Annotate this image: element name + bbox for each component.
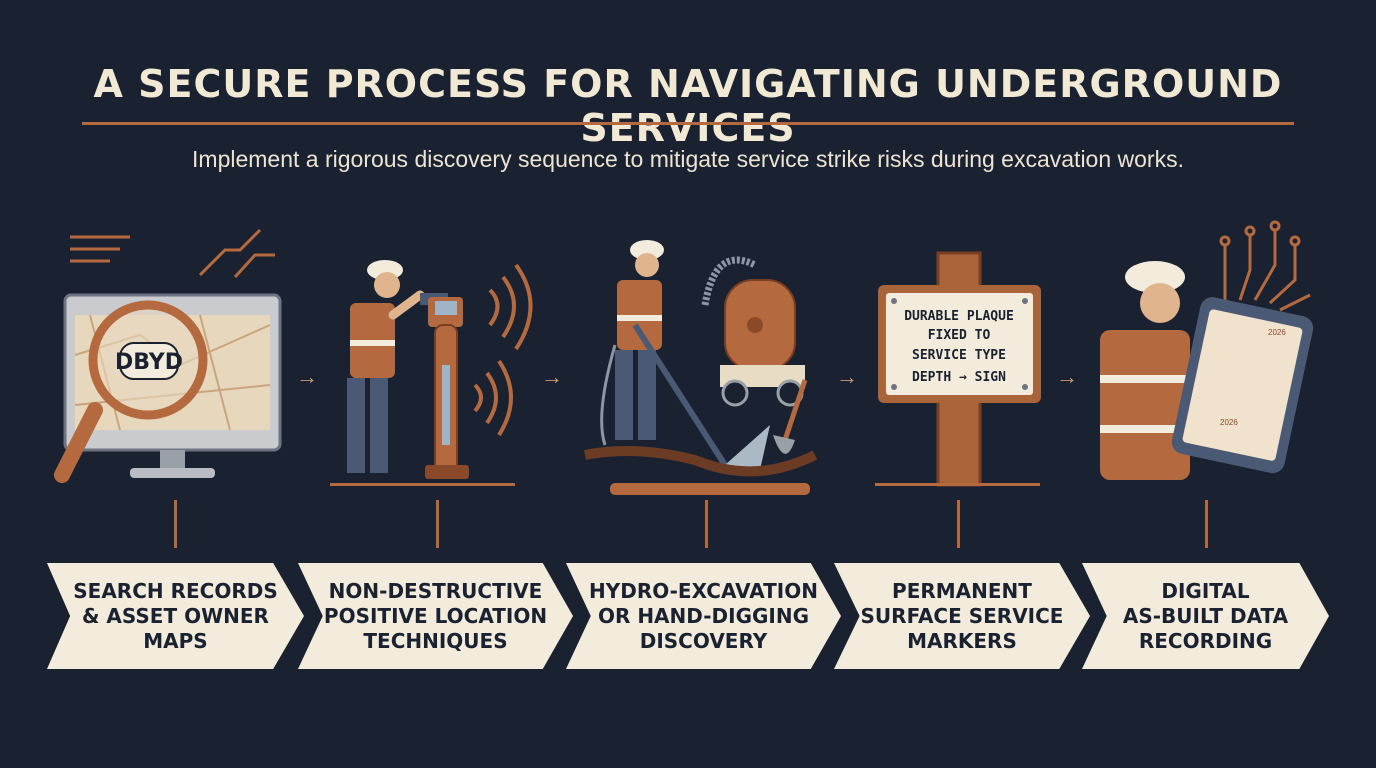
connector-4 — [957, 500, 960, 548]
as-built-illustration: 2026 2026 — [1100, 220, 1314, 480]
step-1-label: SEARCH RECORDS & ASSET OWNER MAPS — [73, 578, 278, 653]
records-search-illustration: DBYD — [54, 228, 282, 483]
step-4-surface-markers: PERMANENT SURFACE SERVICE MARKERS — [834, 563, 1090, 669]
plaque-icon: DURABLE PLAQUE FIXED TO SERVICE TYPE DEP… — [878, 285, 1041, 403]
page-subtitle: Implement a rigorous discovery sequence … — [192, 146, 1184, 172]
title-divider — [82, 122, 1294, 125]
step-3-label: HYDRO-EXCAVATION OR HAND-DIGGING DISCOVE… — [589, 578, 818, 653]
step-2-label: NON-DESTRUCTIVE POSITIVE LOCATION TECHNI… — [323, 578, 548, 653]
hydro-lance-icon — [600, 323, 770, 470]
plaque-line-1: DURABLE PLAQUE — [904, 309, 1014, 324]
pipe-icon — [610, 483, 810, 495]
step-arrow-2: → — [541, 364, 563, 389]
worker-icon — [615, 240, 664, 440]
circuit-lines-icon — [70, 228, 275, 279]
step-arrow-3: → — [836, 364, 858, 389]
page-title: A SECURE PROCESS FOR NAVIGATING UNDERGRO… — [93, 62, 1283, 150]
worker-icon — [347, 260, 425, 473]
step-1-search-records: SEARCH RECORDS & ASSET OWNER MAPS — [47, 563, 304, 669]
plaque-line-3: SERVICE TYPE — [912, 348, 1006, 363]
tablet-year-bottom: 2026 — [1220, 418, 1238, 427]
locator-illustration — [330, 260, 533, 486]
tablet-icon: 2026 2026 — [1171, 297, 1314, 474]
plaque-line-2: FIXED TO — [928, 328, 991, 343]
connector-3 — [705, 500, 708, 548]
circuit-lines-icon — [1219, 220, 1311, 312]
monitor-label: DBYD — [115, 350, 183, 375]
step-3-hydro-excavation: HYDRO-EXCAVATION OR HAND-DIGGING DISCOVE… — [566, 563, 841, 669]
plaque-line-4: DEPTH → SIGN — [912, 370, 1006, 385]
vacuum-truck-icon — [701, 256, 805, 407]
locator-device-icon — [420, 293, 469, 479]
excavation-illustration — [584, 240, 818, 495]
worker-icon — [1100, 261, 1190, 480]
step-arrow-4: → — [1056, 364, 1078, 389]
tablet-year-top: 2026 — [1268, 328, 1286, 337]
signal-waves-icon — [473, 263, 533, 437]
connector-5 — [1205, 500, 1208, 548]
step-2-non-destructive-location: NON-DESTRUCTIVE POSITIVE LOCATION TECHNI… — [298, 563, 573, 669]
surface-marker-illustration: DURABLE PLAQUE FIXED TO SERVICE TYPE DEP… — [875, 251, 1041, 487]
step-arrow-1: → — [296, 364, 318, 389]
shovel-icon — [773, 379, 808, 454]
magnifier-icon: DBYD — [54, 300, 208, 483]
step-4-label: PERMANENT SURFACE SERVICE MARKERS — [860, 578, 1064, 653]
step-5-digital-as-built: DIGITAL AS-BUILT DATA RECORDING — [1082, 563, 1329, 669]
connector-1 — [174, 500, 177, 548]
connector-2 — [436, 500, 439, 548]
step-5-label: DIGITAL AS-BUILT DATA RECORDING — [1122, 578, 1289, 653]
